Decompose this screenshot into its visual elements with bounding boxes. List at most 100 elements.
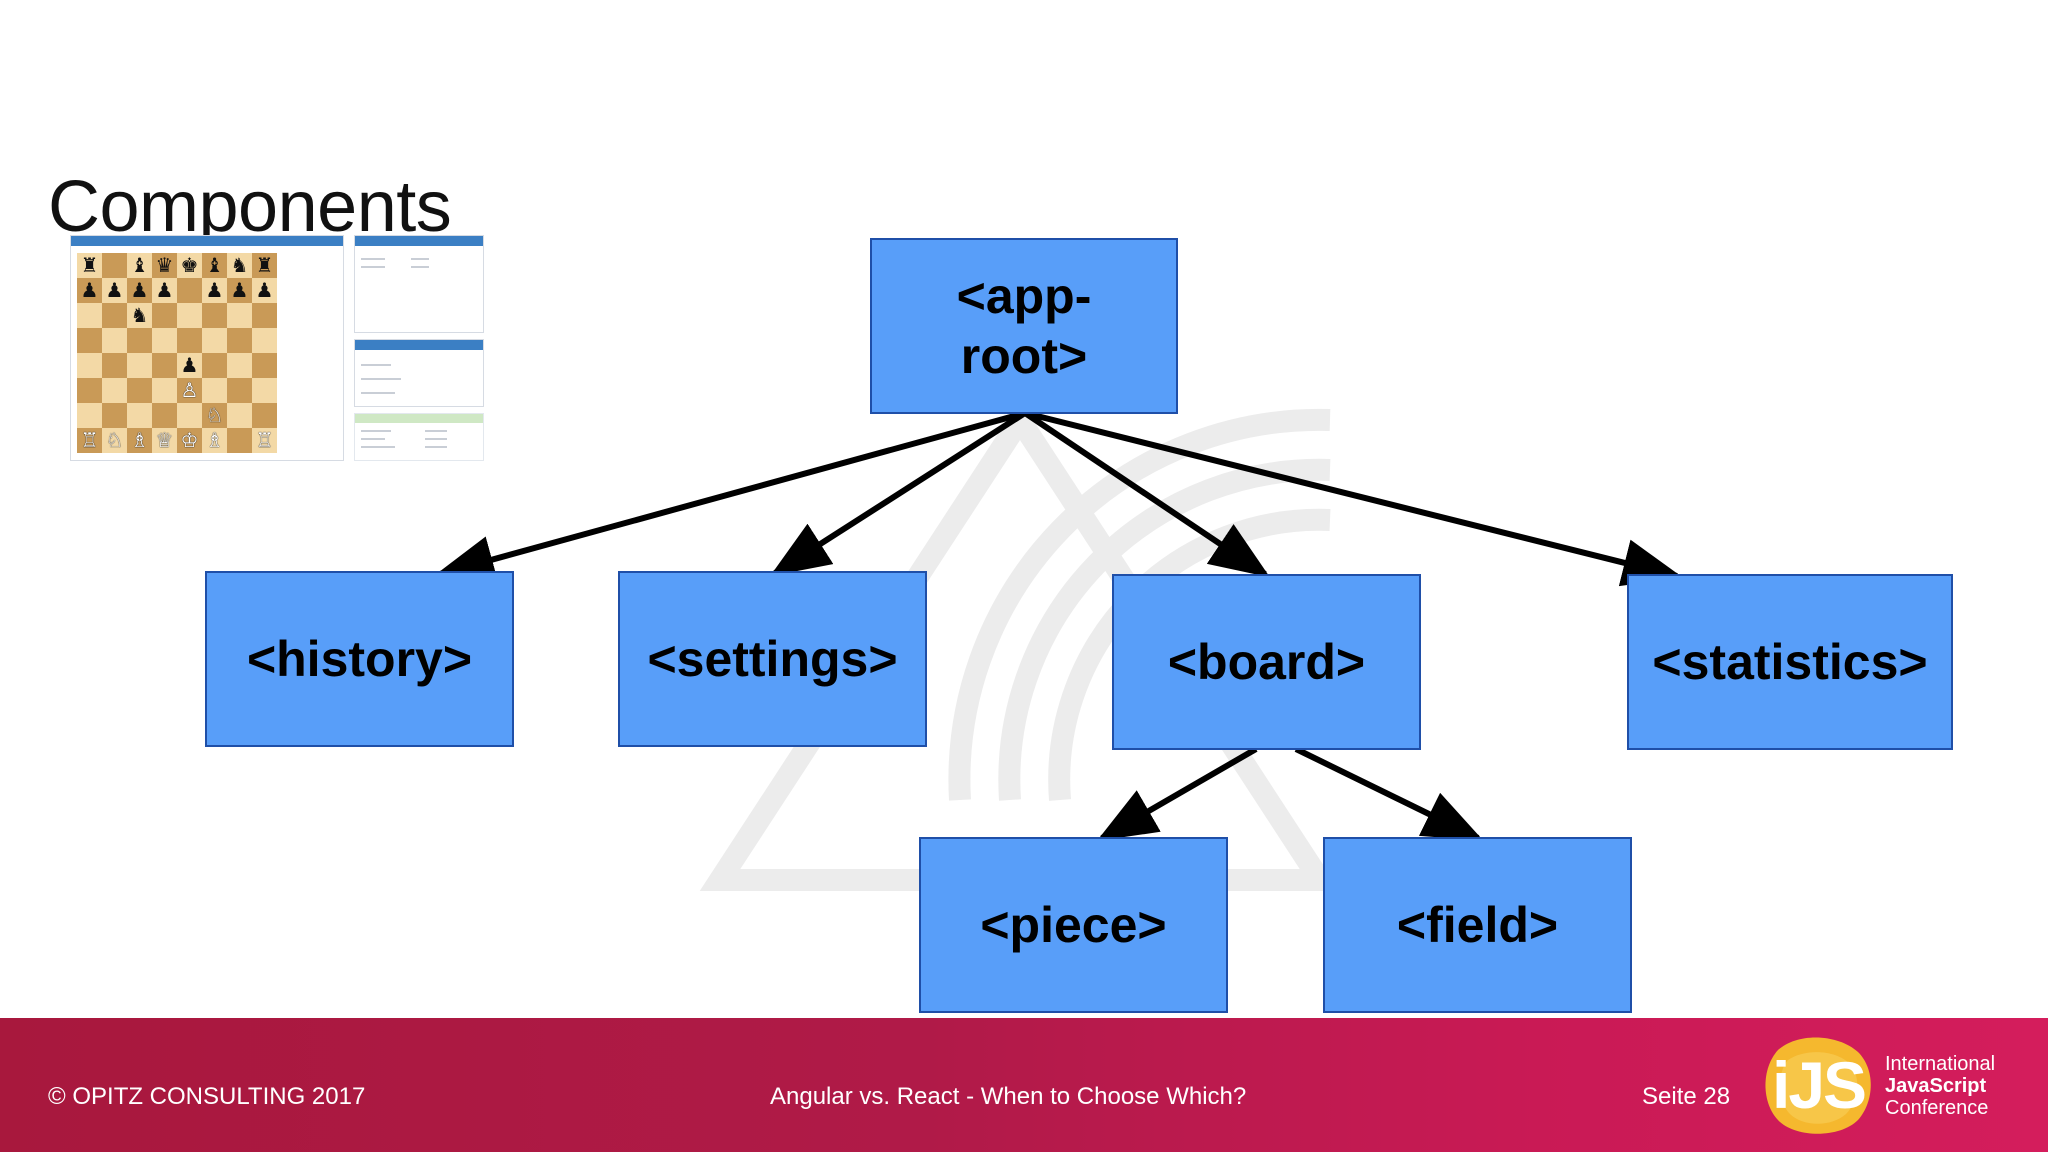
node-app-root: <app- root> (870, 238, 1178, 414)
footer-copyright: © OPITZ CONSULTING 2017 (48, 1083, 366, 1110)
chess-piece-icon: ♝ (205, 254, 224, 277)
arrow-board-to-piece (1096, 746, 1258, 842)
chess-piece-icon: ♝ (130, 254, 149, 277)
board-square (252, 353, 277, 378)
chess-piece-icon: ♛ (155, 254, 174, 277)
board-square (227, 403, 252, 428)
node-statistics: <statistics> (1627, 574, 1953, 750)
board-square (77, 328, 102, 353)
chess-piece-icon: ♖ (255, 429, 274, 452)
conference-name-line1: International (1885, 1053, 1996, 1075)
board-square: ♗ (127, 428, 152, 453)
arrow-app-root-to-settings (769, 410, 1027, 577)
chess-piece-icon: ♞ (230, 254, 249, 277)
board-square (227, 378, 252, 403)
chess-piece-icon: ♗ (205, 429, 224, 452)
board-square: ♝ (127, 253, 152, 278)
chess-piece-icon: ♟ (255, 279, 274, 302)
board-square (177, 403, 202, 428)
board-panel: ♜♝♛♚♝♞♜♟♟♟♟♟♟♟♞♟♙♘♖♘♗♕♔♗♖ (70, 235, 344, 461)
board-square (152, 353, 177, 378)
board-square: ♙ (177, 378, 202, 403)
chess-piece-icon: ♟ (130, 279, 149, 302)
board-square (102, 328, 127, 353)
arrow-app-root-to-board (1023, 410, 1270, 578)
board-square (77, 403, 102, 428)
footer-bar (0, 1018, 2048, 1152)
chess-piece-icon: ♟ (230, 279, 249, 302)
board-square: ♗ (202, 428, 227, 453)
panel-header-bar (71, 236, 343, 246)
board-square: ♞ (127, 303, 152, 328)
settings-panel (354, 339, 484, 407)
ijs-logo-mark: iJS (1772, 1048, 1867, 1122)
app-screenshot-thumbnail: ♜♝♛♚♝♞♜♟♟♟♟♟♟♟♞♟♙♘♖♘♗♕♔♗♖ (68, 235, 488, 461)
chess-piece-icon: ♗ (130, 429, 149, 452)
board-square: ♟ (177, 353, 202, 378)
board-square (252, 303, 277, 328)
node-settings: <settings> (618, 571, 927, 747)
board-square (252, 403, 277, 428)
board-square (152, 303, 177, 328)
board-square: ♞ (227, 253, 252, 278)
board-square (202, 353, 227, 378)
board-square (102, 353, 127, 378)
board-square (202, 378, 227, 403)
board-square (127, 328, 152, 353)
chess-piece-icon: ♞ (130, 304, 149, 327)
node-piece: <piece> (919, 837, 1228, 1013)
chess-piece-icon: ♟ (180, 354, 199, 377)
arrow-app-root-to-statistics (1024, 410, 1683, 587)
chess-piece-icon: ♘ (205, 404, 224, 427)
chess-piece-icon: ♟ (105, 279, 124, 302)
board-square: ♟ (152, 278, 177, 303)
chess-piece-icon: ♟ (155, 279, 174, 302)
node-history: <history> (205, 571, 514, 747)
board-square (227, 303, 252, 328)
chess-piece-icon: ♘ (105, 429, 124, 452)
chess-piece-icon: ♟ (205, 279, 224, 302)
chess-piece-icon: ♜ (255, 254, 274, 277)
board-square: ♟ (127, 278, 152, 303)
board-square: ♔ (177, 428, 202, 453)
board-square (102, 378, 127, 403)
chess-piece-icon: ♕ (155, 429, 174, 452)
node-app-root-line1: <app- (956, 268, 1092, 324)
board-square (127, 353, 152, 378)
board-square (177, 328, 202, 353)
board-square: ♘ (202, 403, 227, 428)
board-square (202, 328, 227, 353)
panel-header-bar (355, 236, 483, 246)
arrow-app-root-to-history (434, 410, 1026, 583)
board-square (102, 303, 127, 328)
node-field: <field> (1323, 837, 1632, 1013)
board-square: ♜ (252, 253, 277, 278)
chess-piece-icon: ♜ (80, 254, 99, 277)
board-square (202, 303, 227, 328)
chess-piece-icon: ♟ (80, 279, 99, 302)
node-app-root-line2: root> (960, 328, 1088, 384)
board-square (152, 403, 177, 428)
board-square: ♜ (77, 253, 102, 278)
board-square: ♖ (252, 428, 277, 453)
footer-page-number: Seite 28 (1642, 1083, 1731, 1110)
board-square: ♕ (152, 428, 177, 453)
board-square (102, 253, 127, 278)
arrow-board-to-field (1294, 746, 1484, 841)
page-title: Components (48, 167, 452, 248)
board-square (127, 378, 152, 403)
board-square: ♟ (202, 278, 227, 303)
ijs-logo-icon (1765, 1037, 1871, 1134)
conference-name-line3: Conference (1885, 1097, 1989, 1119)
board-square (152, 378, 177, 403)
board-square (152, 328, 177, 353)
panel-header-bar (355, 340, 483, 350)
chess-piece-icon: ♖ (80, 429, 99, 452)
board-square (77, 353, 102, 378)
board-square (252, 328, 277, 353)
board-square (227, 353, 252, 378)
chess-piece-icon: ♚ (180, 254, 199, 277)
chess-piece-icon: ♙ (180, 379, 199, 402)
